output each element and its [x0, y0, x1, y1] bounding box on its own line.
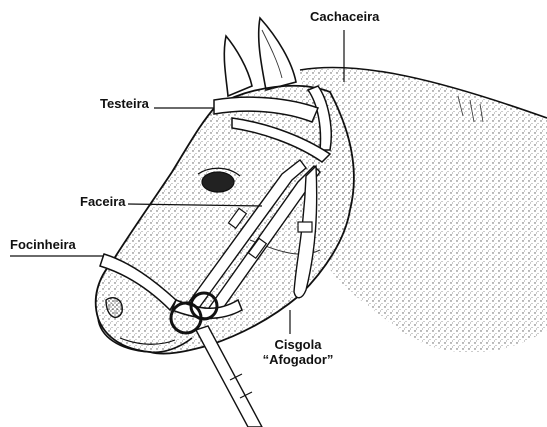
label-focinheira: Focinheira [10, 238, 76, 253]
label-cisgola: Cisgola “Afogador” [258, 338, 338, 368]
bridle-reins [196, 326, 262, 427]
horse-ears [224, 18, 296, 96]
label-cachaceira: Cachaceira [310, 10, 379, 25]
label-testeira: Testeira [100, 97, 149, 112]
label-cisgola-line1: Cisgola [258, 338, 338, 353]
label-cisgola-line2: “Afogador” [258, 353, 338, 368]
label-faceira: Faceira [80, 195, 126, 210]
